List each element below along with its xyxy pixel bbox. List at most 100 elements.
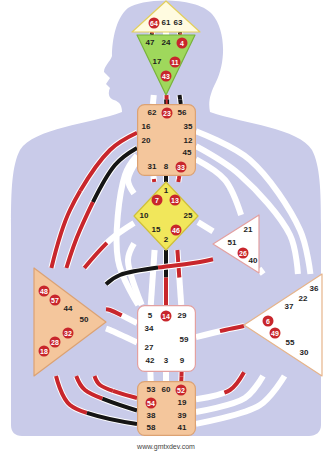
gate-number: 30 xyxy=(300,349,309,357)
channel-band xyxy=(198,222,213,231)
channel-band xyxy=(106,259,213,284)
channel-band xyxy=(163,372,169,381)
channel-activation xyxy=(56,376,137,424)
channel-line xyxy=(166,250,167,305)
head-center: 646163 xyxy=(132,1,200,32)
channel-line xyxy=(151,250,155,305)
gate-number: 23 xyxy=(162,108,173,119)
channel-line xyxy=(106,328,137,342)
gate-number: 22 xyxy=(299,295,308,303)
channel-line xyxy=(106,259,213,284)
channel-band xyxy=(51,133,137,268)
gate-number: 21 xyxy=(244,226,253,234)
channel-band xyxy=(163,250,169,305)
gate-number: 46 xyxy=(171,225,182,236)
center-outline xyxy=(137,35,195,95)
center-outline xyxy=(138,382,196,436)
gate-number: 15 xyxy=(152,226,161,234)
channel-band xyxy=(178,372,184,381)
gate-number: 3 xyxy=(164,357,168,365)
gate-number: 63 xyxy=(174,19,183,27)
channel-band xyxy=(164,95,170,104)
gate-number: 8 xyxy=(164,163,168,171)
gate-number: 50 xyxy=(80,316,89,324)
channel-line xyxy=(196,376,285,424)
gate-number: 10 xyxy=(140,212,149,220)
gate-number: 44 xyxy=(64,305,73,313)
channel-line xyxy=(196,146,298,274)
channel-activation xyxy=(106,259,213,284)
channel-line xyxy=(166,95,167,104)
body-outline xyxy=(11,0,321,436)
gate-number: 54 xyxy=(146,398,157,409)
channel-activation xyxy=(94,376,137,398)
sacral-center: 514293427594239 xyxy=(137,305,196,372)
channel-line xyxy=(177,250,181,305)
gate-number: 9 xyxy=(180,357,184,365)
g-center: 1713102515462 xyxy=(134,182,198,250)
gate-number: 38 xyxy=(147,412,156,420)
channel-band xyxy=(196,131,310,274)
channel-band xyxy=(106,309,137,323)
channel-band xyxy=(163,176,169,182)
gate-number: 61 xyxy=(162,19,171,27)
channel-band xyxy=(106,328,137,342)
center-outline xyxy=(134,182,198,250)
gate-number: 49 xyxy=(270,328,281,339)
channel-line xyxy=(181,372,182,381)
gate-number: 32 xyxy=(63,328,74,339)
gate-number: 39 xyxy=(178,412,187,420)
spleen-center: 48574450322818 xyxy=(34,268,106,376)
channel-band xyxy=(94,376,137,398)
gate-number: 13 xyxy=(170,195,181,206)
channel-activation xyxy=(106,309,137,323)
channel-activation xyxy=(76,376,137,410)
channel-band xyxy=(56,376,137,424)
channel-activation xyxy=(180,95,181,104)
channel-line xyxy=(198,222,213,231)
channel-line xyxy=(259,269,263,274)
gate-number: 7 xyxy=(152,195,163,206)
gate-number: 59 xyxy=(180,336,189,344)
gate-number: 57 xyxy=(50,295,61,306)
channel-band xyxy=(151,250,155,305)
gate-number: 18 xyxy=(39,346,50,357)
gate-number: 14 xyxy=(161,311,172,322)
channel-line xyxy=(180,95,181,104)
channel-activation xyxy=(166,95,168,104)
channel-activation xyxy=(164,176,168,182)
channel-activation xyxy=(164,176,168,182)
gate-number: 12 xyxy=(184,137,193,145)
channel-line xyxy=(76,376,137,410)
center-outline xyxy=(213,215,259,273)
channel-activation xyxy=(178,176,179,182)
channel-activation xyxy=(179,372,183,381)
gate-number: 20 xyxy=(142,137,151,145)
channel-activation xyxy=(51,133,137,268)
center-shape xyxy=(34,268,106,376)
channel-activation xyxy=(164,250,168,305)
channel-band xyxy=(178,176,179,182)
gate-number: 4 xyxy=(177,38,188,49)
channel-activation xyxy=(179,372,183,381)
gate-number: 55 xyxy=(286,339,295,347)
channel-activation xyxy=(76,376,137,410)
channel-line xyxy=(94,376,137,398)
channel-band xyxy=(177,250,181,305)
solar-plexus-center: 3622376495530 xyxy=(244,274,322,376)
channel-line xyxy=(196,372,244,399)
channel-band xyxy=(76,376,137,410)
heart-center: 21512640 xyxy=(213,215,259,273)
channel-activation xyxy=(196,372,244,399)
gate-number: 2 xyxy=(164,236,168,244)
gate-number: 16 xyxy=(142,123,151,131)
gate-number: 33 xyxy=(176,162,187,173)
channel-activation xyxy=(51,133,137,268)
channel-activation xyxy=(178,176,179,182)
center-outline xyxy=(138,105,196,176)
gate-number: 6 xyxy=(263,316,274,327)
channel-line xyxy=(56,376,137,424)
gate-number: 31 xyxy=(148,163,157,171)
channel-line xyxy=(196,326,244,337)
